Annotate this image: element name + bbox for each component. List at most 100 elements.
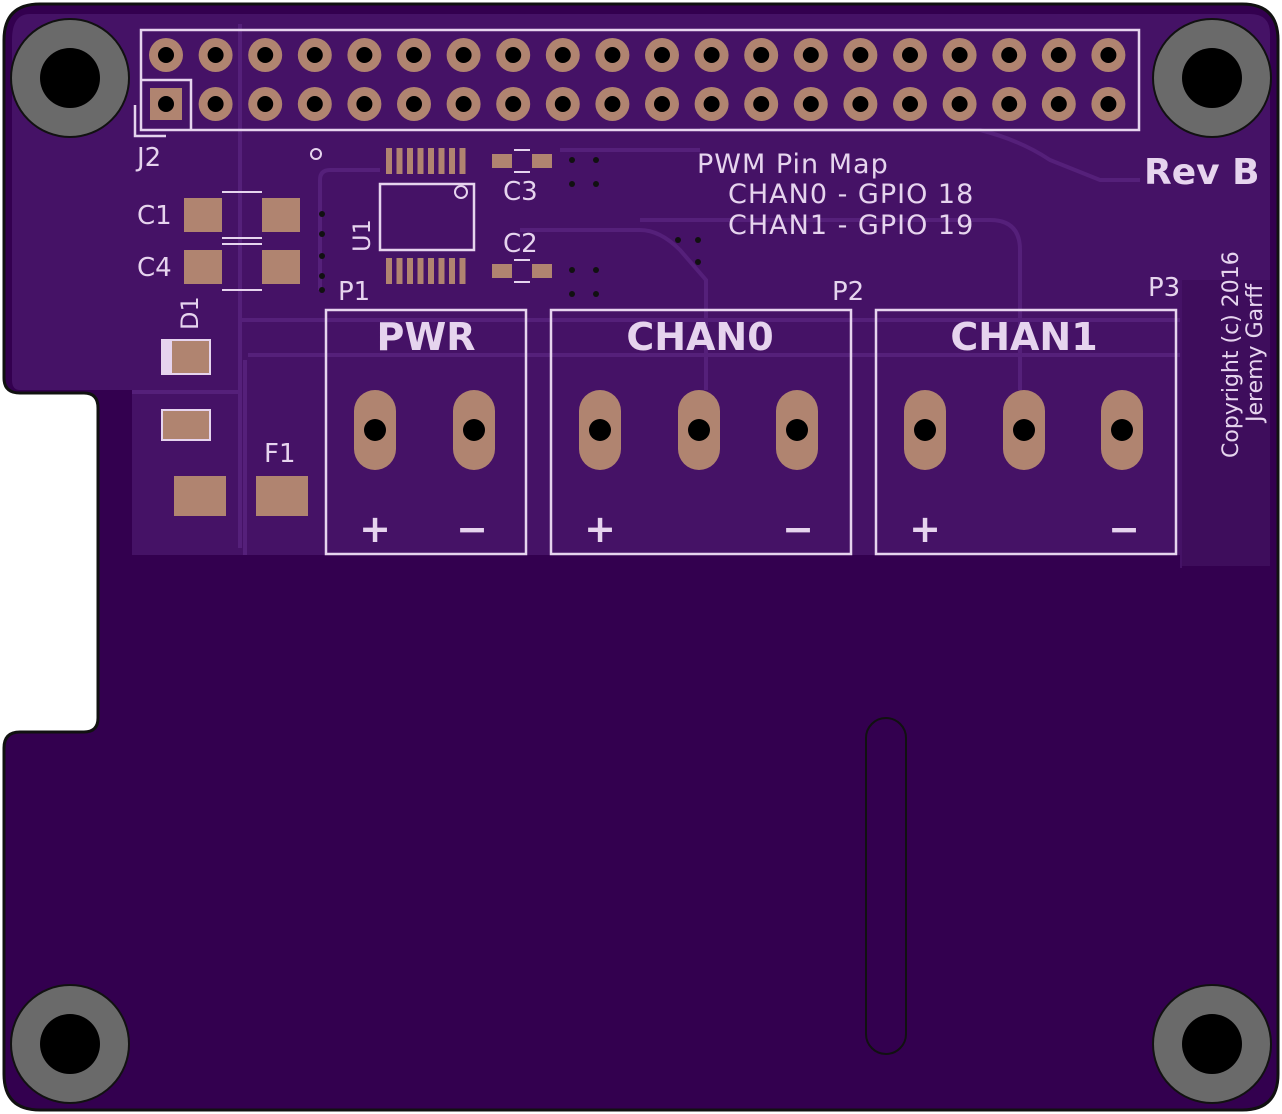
header-pin-hole: [207, 96, 224, 112]
header-pin-hole: [902, 96, 918, 112]
ic-pad: [407, 148, 413, 174]
header-pin-hole: [455, 96, 472, 112]
mounting-hole-top-right: [1152, 18, 1272, 138]
header-pin-hole: [703, 96, 720, 112]
vias: [310, 148, 701, 297]
copyright-line1: Copyright (c) 2016: [1219, 251, 1244, 458]
header-pin-hole: [951, 47, 968, 63]
ic-pad: [386, 258, 392, 284]
header-pin-hole: [1050, 96, 1067, 112]
board-slot: [865, 717, 907, 1055]
header-pin-hole: [406, 47, 422, 63]
header-pin-hole: [802, 96, 819, 112]
ic-pad: [386, 148, 392, 174]
header-pin-hole: [703, 47, 720, 63]
designator-f1: F1: [264, 439, 296, 469]
designator-p1: P1: [338, 277, 370, 307]
header-pin-hole: [1100, 47, 1117, 63]
ic-pad: [396, 258, 403, 284]
pin-map-title: PWM Pin Map: [697, 149, 889, 180]
ic-pad: [459, 148, 466, 174]
ic-pad: [396, 148, 403, 174]
header-pin-hole: [951, 96, 968, 112]
polarity-minus-p1: −: [456, 507, 488, 551]
connector-label-chan1: CHAN1: [950, 315, 1097, 359]
diode-d1: [161, 339, 211, 441]
header-pin-hole: [852, 47, 869, 63]
terminal-pad-p2-3: [776, 390, 818, 470]
header-pin-hole: [505, 47, 522, 63]
designator-c1: C1: [137, 201, 172, 231]
header-pin-hole: [207, 47, 224, 63]
header-pin-hole: [902, 47, 918, 63]
header-pin-hole: [455, 47, 472, 63]
ic-pad: [449, 148, 455, 174]
copyright-line2: Jeremy Garff: [1243, 283, 1268, 424]
polarity-plus-p3: +: [909, 507, 941, 551]
capacitor-c3: [492, 149, 552, 173]
capacitor-c4: [184, 243, 300, 291]
designator-p2: P2: [832, 277, 864, 307]
header-pin-hole: [1050, 47, 1067, 63]
header-pin-hole: [306, 47, 323, 63]
terminal-block-p2: CHAN0 + −: [549, 308, 853, 556]
designator-c4: C4: [137, 253, 172, 283]
header-pin-hole: [406, 96, 422, 112]
ic-pad: [428, 148, 434, 174]
terminal-pad-p2-1: [579, 390, 621, 470]
ic-pad: [417, 258, 424, 284]
terminal-pad-p1-2: [453, 390, 495, 470]
revision-label: Rev B: [1144, 152, 1260, 193]
designator-c3: C3: [503, 177, 538, 207]
header-pin-hole: [554, 96, 571, 112]
mounting-hole-bottom-left: [10, 984, 130, 1104]
header-j2-pins: [149, 38, 1126, 121]
polarity-minus-p3: −: [1108, 507, 1140, 551]
ic-u1: [378, 148, 476, 284]
header-pin-hole: [356, 96, 373, 112]
header-pin-hole: [654, 47, 670, 63]
terminal-pad-p1-1: [354, 390, 396, 470]
copper-zone-right: [1182, 280, 1270, 566]
polarity-plus-p1: +: [359, 507, 391, 551]
header-pin-hole: [306, 96, 323, 112]
mounting-hole-bottom-right: [1152, 984, 1272, 1104]
connector-label-pwr: PWR: [376, 315, 475, 359]
header-pin-hole: [505, 96, 522, 112]
header-pin-hole: [257, 96, 274, 112]
header-pin-hole: [1100, 96, 1117, 112]
ic-pad: [438, 148, 445, 174]
designator-c2: C2: [503, 229, 538, 259]
polarity-minus-p2: −: [782, 507, 814, 551]
designator-u1: U1: [348, 219, 376, 252]
header-pin-hole: [802, 47, 819, 63]
ic-pad: [428, 258, 434, 284]
header-pin-hole: [753, 47, 770, 63]
terminal-block-p3: CHAN1 + −: [874, 308, 1178, 556]
terminal-pad-p2-2: [678, 390, 720, 470]
header-pin-hole: [257, 47, 274, 63]
header-pin-hole: [1001, 96, 1018, 112]
terminal-pad-p3-1: [904, 390, 946, 470]
capacitor-c1: [184, 191, 300, 239]
designator-p3: P3: [1148, 273, 1180, 303]
fuse-f1: [174, 476, 308, 516]
designator-d1: D1: [176, 296, 204, 330]
ic-pad: [449, 258, 455, 284]
header-pin-hole: [654, 96, 670, 112]
header-pin-hole: [852, 96, 869, 112]
ic-pad: [417, 148, 424, 174]
mounting-hole-top-left: [10, 18, 130, 138]
traces: [132, 24, 1180, 555]
ic-pad: [438, 258, 445, 284]
header-pin-hole: [158, 47, 174, 63]
terminal-pad-p3-2: [1003, 390, 1045, 470]
header-pin-hole: [604, 47, 621, 63]
terminal-pad-p3-3: [1101, 390, 1143, 470]
header-pin-hole: [1001, 47, 1018, 63]
connector-label-chan0: CHAN0: [626, 315, 773, 359]
header-j2-silkscreen: [133, 28, 1141, 138]
ic-pad: [459, 258, 466, 284]
header-pin-hole: [554, 47, 571, 63]
